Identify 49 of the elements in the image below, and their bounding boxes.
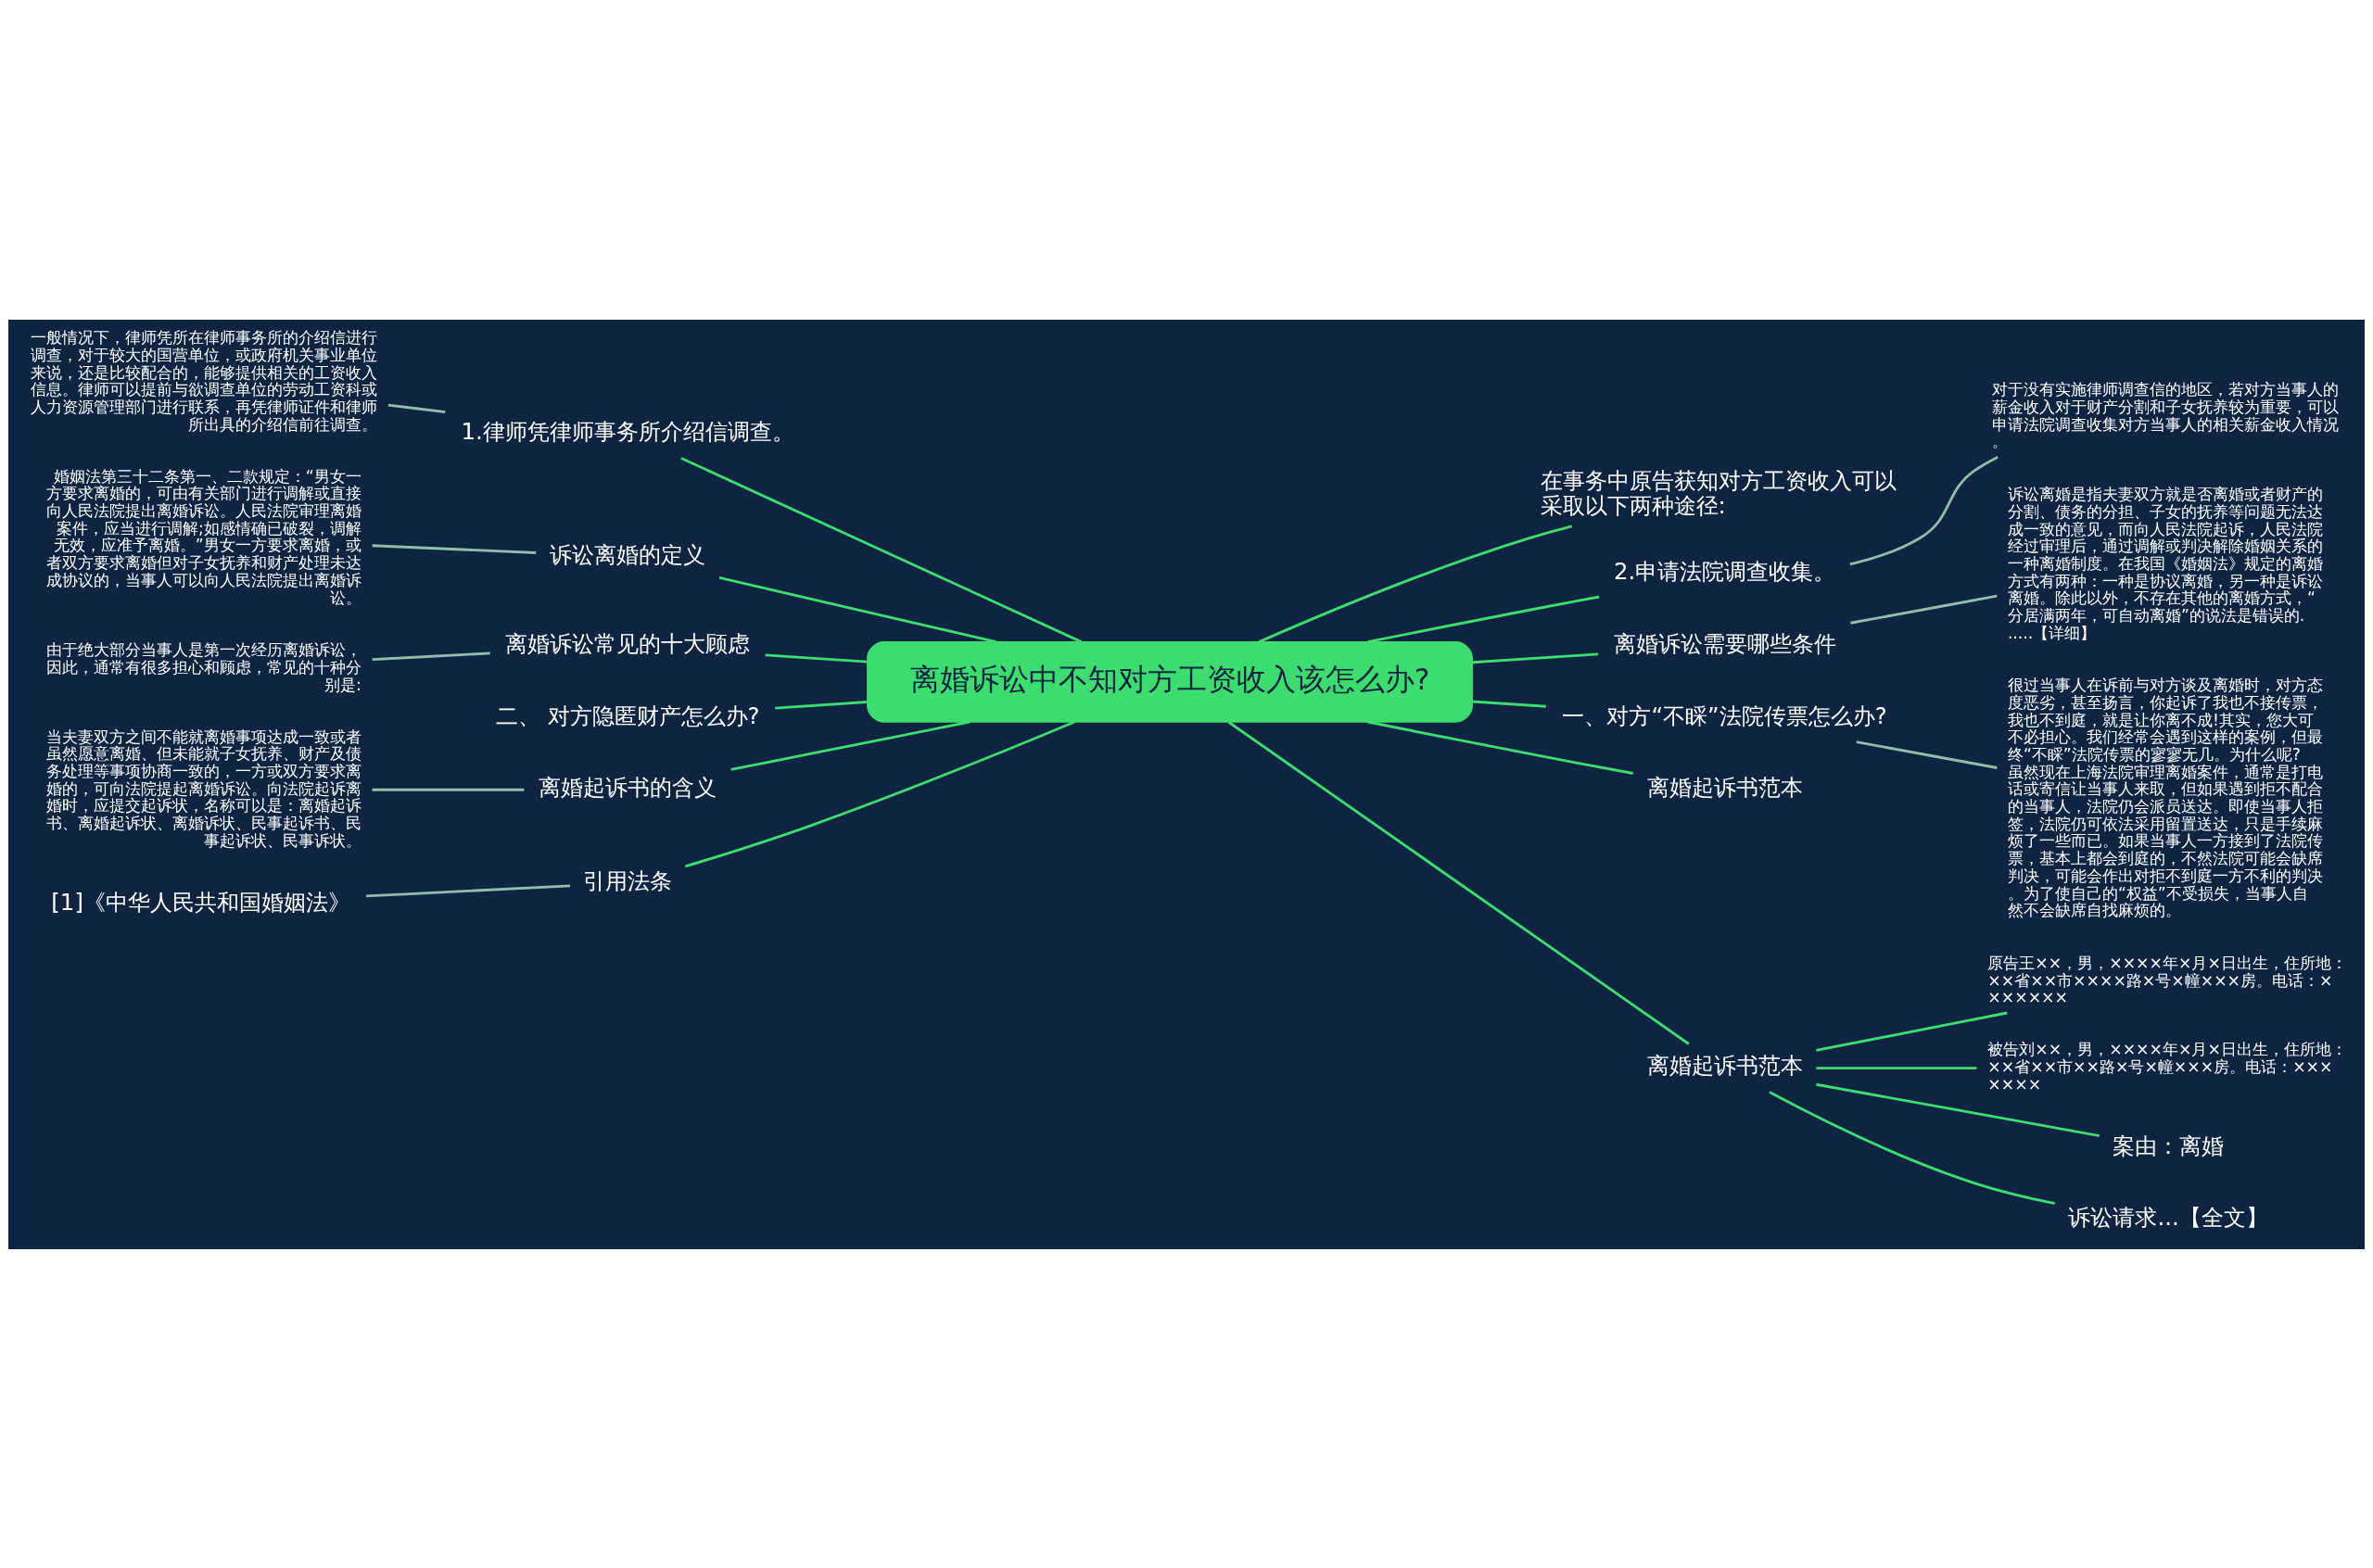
connector: [365, 883, 571, 897]
connector: [718, 575, 996, 643]
node-text: 原告王××，男，××××年×月×日出生，住所地：××省××市××××路×号×幢×××房。电话：×××××××: [1987, 953, 2347, 1006]
node-text: 在事务中原告获知对方工资收入可以采取以下两种途径:: [1540, 466, 1897, 519]
connector: [730, 720, 971, 771]
node-text: 离婚起诉书范本: [1646, 1051, 1803, 1079]
node-text: 离婚诉讼需要哪些条件: [1613, 629, 1836, 657]
connector: [372, 543, 537, 554]
connector: [1769, 1090, 2055, 1205]
connector: [775, 700, 868, 710]
connector: [1850, 594, 1998, 625]
node-text: 当夫妻双方之间不能就离婚事项达成一致或者虽然愿意离婚、但未能就子女抚养、财产及债务处理等事项协商一致的，一方或双方要求离婚的，可向法院提起离婚诉讼。向法院起诉离婚时，应提交起诉状，名称可以是：离婚起诉书、离婚起诉状、离婚诉状、民事起诉书、民事起诉状、民事诉状。: [45, 727, 362, 850]
connector: [1816, 1082, 2100, 1137]
node-text: [1]《中华人民共和国婚姻法》: [51, 888, 350, 916]
connector: [765, 652, 868, 664]
node-text: 诉讼请求...【全文】: [2068, 1203, 2268, 1231]
connector: [1816, 1066, 1977, 1069]
node-text: 引用法条: [583, 866, 673, 894]
connector: [1367, 595, 1600, 643]
connector: [1258, 524, 1573, 643]
node-box: 离婚诉讼中不知对方工资收入该怎么办?: [867, 640, 1473, 723]
connector: [1227, 720, 1690, 1045]
node-text: 婚姻法第三十二条第一、二款规定：“男女一方要求离婚的，可由有关部门进行调解或直接向人民法院提出离婚诉讼。人民法院审理离婚案件，应当进行调解;如感情确已破裂，调解无效，应准予离婚。”男女一方要求离婚，或者双方要求离婚但对子女抚养和财产处理未达成协议的，当事人可以向人民法院提出离婚诉讼。: [45, 466, 362, 606]
connector: [1856, 740, 1998, 769]
node-text: 一、对方“不睬”法院传票怎么办?: [1562, 702, 1887, 729]
connector: [372, 788, 525, 791]
connector: [1849, 455, 1999, 565]
node-text: 被告刘××，男，××××年×月×日出生，住所地：××省××市××路×号×幢×××房。电话：×××××××: [1987, 1039, 2347, 1094]
node-text: 很过当事人在诉前与对方谈及离婚时，对方态度恶劣，甚至扬言，你起诉了我也不接传票，我也不到庭，就是让你离不成!其实，您大可不必担心。我们经常会遇到这样的案例，但最终“不睬”法院传票的寥寥无几。为什么呢?虽然现在上海法院审理离婚案件，通常是打电话或寄信让当事人来取，但如果遇到拒不配合的当事人，法院仍会派员送达。即使当事人拒签，法院仍可依法采用留置送达，只是手续麻烦了一些而已。如果当事人一方接到了法院传票，基本上都会到庭的，不然法院可能会缺席判决，可能会作出对拒不到庭一方不利的判决。为了使自己的“权益”不受损失，当事人自然不会缺席自找麻烦的。: [2007, 675, 2323, 919]
connector: [1472, 651, 1599, 664]
node-text: 由于绝大部分当事人是第一次经历离婚诉讼，因此，通常有很多担心和顾虑，常见的十种分别是:: [45, 639, 362, 694]
connector: [1816, 1011, 2008, 1052]
connector: [680, 456, 1083, 643]
node-text: 诉讼离婚的定义: [550, 540, 706, 568]
node-text: 离婚起诉书范本: [1646, 773, 1803, 801]
node-text: 1.律师凭律师事务所介绍信调查。: [461, 417, 794, 445]
connector: [1367, 720, 1633, 775]
connector: [372, 651, 490, 661]
node-text: 对于没有实施律师调查信的地区，若对方当事人的薪金收入对于财产分割和子女抚养较为重要，可以申请法院调查收集对方当事人的相关薪金收入情况。: [1991, 379, 2339, 450]
node-text: 离婚起诉书的含义: [539, 773, 717, 801]
node-text: 离婚诉讼常见的十大顾虑: [505, 629, 751, 657]
node-text: 一般情况下，律师凭所在律师事务所的介绍信进行调查，对于较大的国营单位，或政府机关事业单位来说，还是比较配合的，能够提供相关的工资收入信息。律师可以提前与欲调查单位的劳动工资科或人力资源管理部门进行联系，再凭律师证件和律师所出具的介绍信前往调查。: [31, 327, 378, 434]
node-text: 二、 对方隐匿财产怎么办?: [495, 702, 760, 729]
connector: [684, 720, 1075, 867]
node-text: 案由：离婚: [2113, 1132, 2225, 1159]
connector: [387, 403, 446, 413]
node-text: 2.申请法院调查收集。: [1613, 557, 1836, 585]
node-text: 诉讼离婚是指夫妻双方就是否离婚或者财产的分割、债务的分担、子女的抚养等问题无法达成一致的意见，而向人民法院起诉，人民法院经过审理后，通过调解或判决解除婚姻关系的一种离婚制度。在我国《婚姻法》规定的离婚方式有两种：一种是协议离婚，另一种是诉讼离婚。除此以外，不存在其他的离婚方式，“分居满两年，可自动离婚”的说法是错误的......【详细】: [2007, 484, 2323, 642]
connector: [1472, 700, 1546, 708]
